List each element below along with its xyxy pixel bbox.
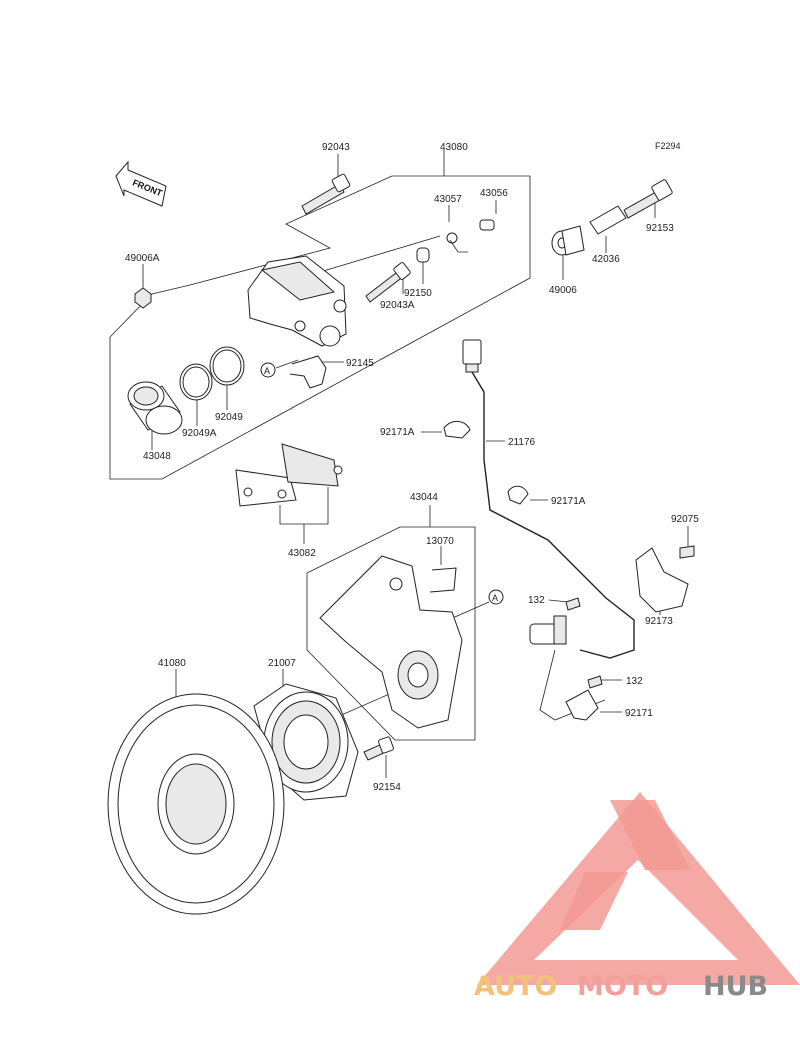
bolt-92043: [301, 173, 351, 215]
brake-disc-41080: [107, 693, 285, 915]
label-92145: 92145: [346, 358, 374, 369]
clamp-92171a-lower: [507, 485, 529, 505]
pad-spring-13070: [429, 567, 457, 593]
label-49006a: 49006A: [125, 253, 160, 264]
label-41080: 41080: [158, 658, 186, 669]
watermark-hub: HUB: [703, 971, 768, 1002]
label-92049a: 92049A: [182, 428, 217, 439]
caliper-bracket-43044: [319, 555, 463, 729]
piston-43048: [127, 381, 183, 435]
label-92049: 92049: [215, 412, 243, 423]
label-92171: 92171: [625, 708, 653, 719]
label-92154: 92154: [373, 782, 401, 793]
watermark-logo: [477, 792, 800, 985]
bleeder-valve-43057: [446, 219, 495, 253]
caliper-body-43080: [247, 255, 347, 347]
label-43057: 43057: [434, 194, 462, 205]
label-92171a-lower: 92171A: [551, 496, 586, 507]
label-21007: 21007: [268, 658, 296, 669]
label-92043: 92043: [322, 142, 350, 153]
axle-bolt-92153: [623, 179, 673, 219]
label-92173: 92173: [645, 616, 673, 627]
label-43044: 43044: [410, 492, 438, 503]
ref-marker-a-2-label: A: [492, 593, 498, 603]
pin-92043a: [365, 262, 411, 303]
sleeve-42036: [589, 205, 627, 235]
clamp-92171: [565, 689, 599, 721]
ref-marker-a-1-label: A: [264, 366, 270, 376]
label-92043a: 92043A: [380, 300, 415, 311]
label-43082: 43082: [288, 548, 316, 559]
logo-m-stroke: [610, 800, 690, 870]
bolt-92075: [679, 545, 695, 559]
bolt-132-lower: [587, 675, 603, 689]
figure-code: F2294: [655, 141, 681, 151]
label-21176: 21176: [508, 437, 536, 448]
label-43048: 43048: [143, 451, 171, 462]
label-43056: 43056: [480, 188, 508, 199]
collar-49006: [551, 225, 585, 256]
front-direction-arrow: FRONT: [115, 160, 167, 207]
nut-49006a: [134, 287, 152, 309]
label-13070: 13070: [426, 536, 454, 547]
caliper-bracket-box: [306, 526, 476, 741]
label-42036: 42036: [592, 254, 620, 265]
logo-m-stroke-2: [560, 872, 628, 930]
label-92075: 92075: [671, 514, 699, 525]
brake-parts: [107, 173, 695, 915]
watermark-moto: MOTO: [577, 971, 668, 1002]
clamp-92171a-upper: [443, 421, 471, 439]
label-43080: 43080: [440, 142, 468, 153]
label-132-upper: 132: [528, 595, 545, 606]
brake-pads-43082: [235, 443, 343, 507]
part-labels: F2294 92043 43080 43057 43056 49006A 921…: [125, 141, 699, 793]
reference-markers: A A: [260, 362, 504, 605]
label-92150: 92150: [404, 288, 432, 299]
watermark-wordmark: AUTO MOTO HUB: [474, 971, 768, 1002]
caliper-assembly-box: [109, 175, 531, 480]
spring-92145: [289, 355, 327, 389]
bolt-92154: [363, 736, 394, 761]
cap-92150: [416, 247, 430, 263]
bracket-92173: [635, 547, 689, 613]
ref-marker-a-1: [260, 362, 276, 378]
bolt-132-upper: [565, 597, 581, 611]
ref-marker-a-2: [488, 589, 504, 605]
watermark-auto: AUTO: [474, 971, 557, 1002]
wheel-speed-sensor: [529, 615, 567, 645]
logo-triangle-inner: [534, 860, 738, 960]
label-49006: 49006: [549, 285, 577, 296]
label-132-lower: 132: [626, 676, 643, 687]
label-92153: 92153: [646, 223, 674, 234]
abs-sensor-21176: [462, 339, 635, 659]
label-92171a-upper: 92171A: [380, 427, 415, 438]
